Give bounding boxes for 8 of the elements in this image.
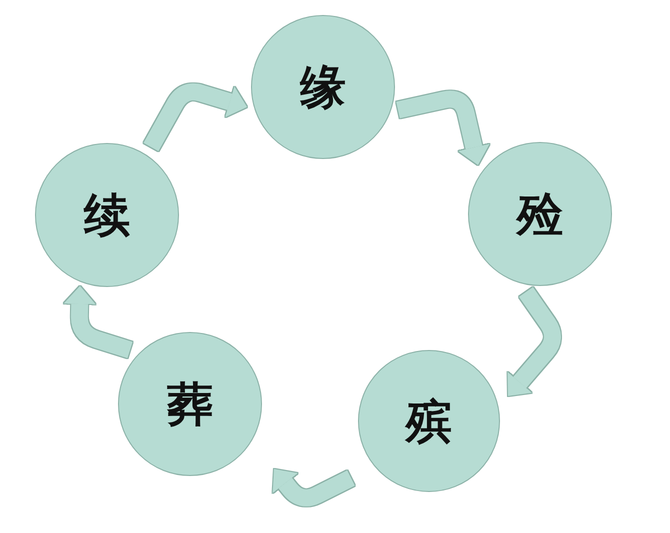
step-circle: 缘 [251,15,395,159]
bent-arrow [144,83,250,152]
bent-arrow [396,90,490,167]
step-circle: 殡 [358,350,500,492]
step-circle: 续 [35,143,179,287]
step-circle: 殓 [468,142,612,286]
bent-arrow [64,286,133,358]
step-circle: 葬 [118,332,262,476]
